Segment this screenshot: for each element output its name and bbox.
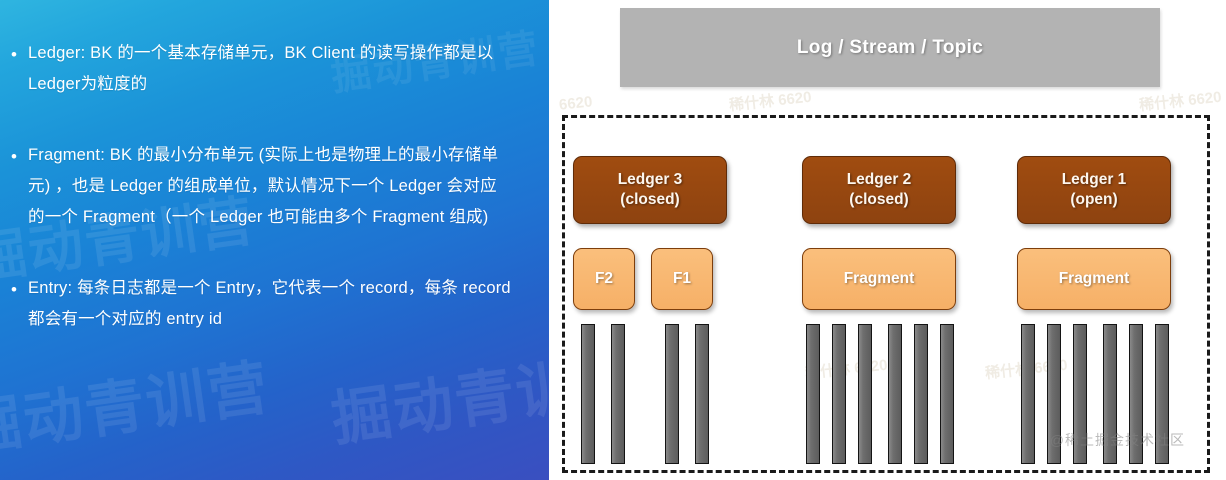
fragment-box-ledger-1[interactable]: Fragment — [1017, 248, 1171, 310]
bookie-bar — [914, 324, 928, 464]
fragment-box-f2[interactable]: F2 — [573, 248, 635, 310]
watermark-text: 稀什林 6620 — [728, 88, 813, 115]
bookie-bars-group-2 — [802, 324, 964, 464]
log-stream-topic-box: Log / Stream / Topic — [620, 8, 1160, 87]
bookie-bar — [1129, 324, 1143, 464]
bookie-bar — [1047, 324, 1061, 464]
bookie-bar — [665, 324, 679, 464]
ledger-box-2-title: Ledger 2 — [846, 171, 912, 188]
ledger-box-1-title: Ledger 1 — [1061, 171, 1127, 188]
right-diagram-panel: 6620 稀什林 6620 稀什林 6620 Log / Stream / To… — [549, 0, 1226, 480]
bookie-bar — [611, 324, 625, 464]
ledger-box-1-state: (open) — [1070, 191, 1118, 208]
bullet-text-fragment: Fragment: BK 的最小分布单元 (实际上也是物理上的最小存储单元) ，… — [28, 146, 499, 226]
ledger-box-2[interactable]: Ledger 2 (closed) — [802, 156, 956, 224]
bookie-bar — [1103, 324, 1117, 464]
watermark-text: 6620 — [558, 93, 594, 114]
ledger-box-3[interactable]: Ledger 3 (closed) — [573, 156, 727, 224]
ledger-box-3-state: (closed) — [620, 191, 680, 208]
bullet-text-ledger: Ledger: BK 的一个基本存储单元，BK Client 的读写操作都是以 … — [28, 44, 494, 93]
bookie-bar — [832, 324, 846, 464]
bookie-bar — [695, 324, 709, 464]
bookie-bar — [581, 324, 595, 464]
fragment-box-ledger-1-label: Fragment — [1058, 270, 1130, 287]
bookie-bar — [1073, 324, 1087, 464]
bookie-bars-group-3 — [573, 324, 763, 464]
bullet-marker-icon: • — [11, 147, 17, 166]
bullet-list: • Ledger: BK 的一个基本存储单元，BK Client 的读写操作都是… — [0, 0, 549, 375]
bookie-cluster-boundary: 稀什林 6620 稀什林 6620 Ledger 3 (closed) F2 F… — [562, 115, 1210, 473]
ledger-box-3-title: Ledger 3 — [617, 171, 683, 188]
bookie-bar — [1021, 324, 1035, 464]
bullet-marker-icon: • — [11, 45, 17, 64]
bullet-marker-icon: • — [11, 280, 17, 299]
ledger-group-2: Ledger 2 (closed) Fragment — [802, 118, 964, 470]
bullet-item-ledger: • Ledger: BK 的一个基本存储单元，BK Client 的读写操作都是… — [0, 38, 529, 100]
log-stream-topic-label: Log / Stream / Topic — [796, 36, 984, 58]
bookie-bars-group-1 — [1017, 324, 1179, 464]
ledger-group-1: Ledger 1 (open) Fragment — [1017, 118, 1179, 470]
bookie-bar — [858, 324, 872, 464]
ledger-box-2-state: (closed) — [849, 191, 909, 208]
fragment-box-f1-label: F1 — [672, 270, 692, 287]
bookie-bar — [888, 324, 902, 464]
ledger-box-1[interactable]: Ledger 1 (open) — [1017, 156, 1171, 224]
bookie-bar — [1155, 324, 1169, 464]
bullet-item-entry: • Entry: 每条日志都是一个 Entry，它代表一个 record，每条 … — [0, 273, 529, 335]
left-text-panel: 掘动青训营 掘动青训营 掘动青训营 掘动青训营 • Ledger: BK 的一个… — [0, 0, 549, 480]
watermark-text: 稀什林 6620 — [1138, 88, 1223, 115]
fragment-box-f2-label: F2 — [594, 270, 614, 287]
bullet-text-entry: Entry: 每条日志都是一个 Entry，它代表一个 record，每条 re… — [28, 279, 511, 328]
bookie-bar — [940, 324, 954, 464]
fragment-box-ledger-2-label: Fragment — [843, 270, 915, 287]
bullet-item-fragment: • Fragment: BK 的最小分布单元 (实际上也是物理上的最小存储单元)… — [0, 140, 529, 233]
fragment-box-f1[interactable]: F1 — [651, 248, 713, 310]
bookie-bar — [806, 324, 820, 464]
ledger-group-3: Ledger 3 (closed) F2 F1 — [573, 118, 763, 470]
fragment-box-ledger-2[interactable]: Fragment — [802, 248, 956, 310]
